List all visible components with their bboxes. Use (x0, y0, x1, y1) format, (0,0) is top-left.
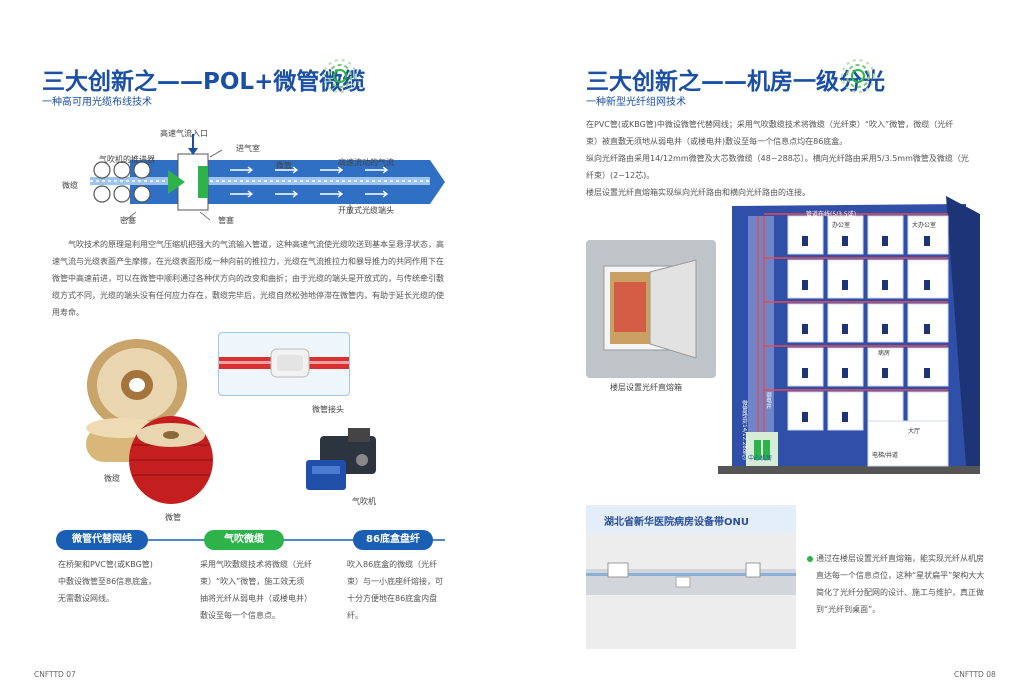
label-pusher: 气吹机的推进器 (99, 155, 155, 164)
right-page-subtitle: 一种新型光纤组网技术 (586, 97, 686, 108)
left-page-number: CNFTTD 07 (34, 670, 76, 679)
pill-86-box-splicing: 86底盒盘纤 (353, 530, 433, 550)
right-page-title: 三大创新之——机房一级分光 (586, 69, 885, 95)
label-seal: 密塞 (120, 216, 136, 225)
label-duct-photo: 微管 (165, 513, 181, 522)
label-duct-connector: 微管接头 (312, 405, 344, 414)
label-cable-photo: 微缆 (104, 474, 120, 483)
label-office: 办公室 (832, 222, 851, 229)
column-text-1: 在桥架和PVC管(或KBG管)中敷设微管至86信息底盒，无需敷设网线。 (58, 560, 157, 603)
micro-duct-connector-photo (218, 332, 350, 396)
label-duct: 微管 (276, 161, 292, 170)
label-pipe-seal: 管塞 (218, 216, 234, 225)
label-fast-airflow: 高速流动的气流 (338, 158, 394, 167)
air-blowing-diagram (90, 134, 445, 221)
pill-micro-duct-replaces-cable: 微管代替网线 (56, 530, 148, 550)
right-summary-text: 通过在楼层设置光纤直熔箱，能实现光纤从机房直达每一个信息点位，这种“星状扁平”架… (816, 554, 985, 614)
label-open-end: 开放式光缆端头 (338, 206, 394, 215)
hospital-onu-photo: 湖北省新华医院病房设备带ONU (586, 505, 796, 649)
intro-line-5: 楼层设置光纤直熔箱实现纵向光纤路由和横向光纤路由的连接。 (586, 188, 810, 197)
building-network-diagram (718, 196, 980, 474)
label-large-office: 大办公室 (912, 222, 937, 229)
left-page-title: 三大创新之——POL+微管微缆 (42, 69, 366, 95)
right-intro-paragraph: 在PVC管(或KBG管)中微设微管代替网线；采用气吹敷缆技术将微缆（光纤束）“吹… (586, 116, 986, 201)
pusher-rollers (93, 161, 151, 203)
label-outdoor: 电梯/井道 (872, 452, 899, 459)
intro-line-3: 纵向光纤路由采用14/12mm微管及大芯数微缆（48~288芯）。横向光纤路由采… (586, 154, 969, 163)
label-central-room: 中心机房 (748, 455, 773, 462)
column-text-3: 吹入86底盒的微缆（光纤束）与一小底座纤熔接，可十分方便地在86底盒内盘纤。 (347, 560, 443, 620)
pill-air-blown-cable: 气吹微缆 (204, 530, 284, 550)
right-page: 三大创新之——机房一级分光 一种新型光纤组网技术 在PVC管(或KBG管)中微设… (512, 0, 1024, 700)
column-text-2: 采用气吹敷缆技术将微缆（光纤束）“吹入”微管，施工效无须抽将光纤从弱电井（或楼电… (200, 560, 312, 620)
air-blowing-machine-photo (300, 420, 386, 494)
label-floor-splice-box: 楼层设置光纤直熔箱 (610, 383, 682, 392)
cable-reel-photo (82, 335, 192, 435)
label-horizontal-duct: 管道布线(5/3.5或) (806, 211, 857, 218)
right-page-number: CNFTTD 08 (954, 670, 996, 679)
label-lobby: 大厅 (908, 428, 921, 435)
label-air-inlet: 高速气流入口 (160, 129, 208, 138)
label-ward: 病房 (878, 350, 891, 357)
swirl-logo-icon (841, 59, 875, 93)
left-principle-paragraph: 气吹技术的原理是利用空气压缩机把强大的气流输入管道，这种高速气流使光缆吹送到基本… (52, 240, 444, 317)
bullet-dot-icon (807, 556, 813, 562)
intro-line-2: 束）被直敷无须地从弱电井（或楼电井)敷设至每一个信息点均在86底盒。 (586, 137, 848, 146)
intro-line-1: 在PVC管(或KBG管)中微设微管代替网线；采用气吹敷缆技术将微缆（光纤束）“吹… (586, 120, 954, 129)
swirl-logo-icon (323, 59, 357, 93)
red-duct-reel-photo (128, 415, 214, 505)
left-page-subtitle: 一种高可用光缆布线技术 (42, 97, 152, 108)
fiber-splice-box-photo (586, 240, 716, 378)
left-page: 三大创新之——POL+微管微缆 一种高可用光缆布线技术 (34, 59, 445, 679)
label-weak-current-shaft: 弱电井 (765, 392, 771, 409)
label-vertical-duct: 微管路由(14/12.288芯) (741, 400, 747, 460)
label-cable: 微缆 (62, 181, 78, 190)
label-air-chamber: 进气室 (236, 144, 260, 153)
label-blower: 气吹机 (352, 497, 376, 506)
intro-line-4: 纤束）(2~12芯)。 (586, 171, 655, 180)
hospital-photo-title: 湖北省新华医院病房设备带ONU (604, 517, 749, 528)
